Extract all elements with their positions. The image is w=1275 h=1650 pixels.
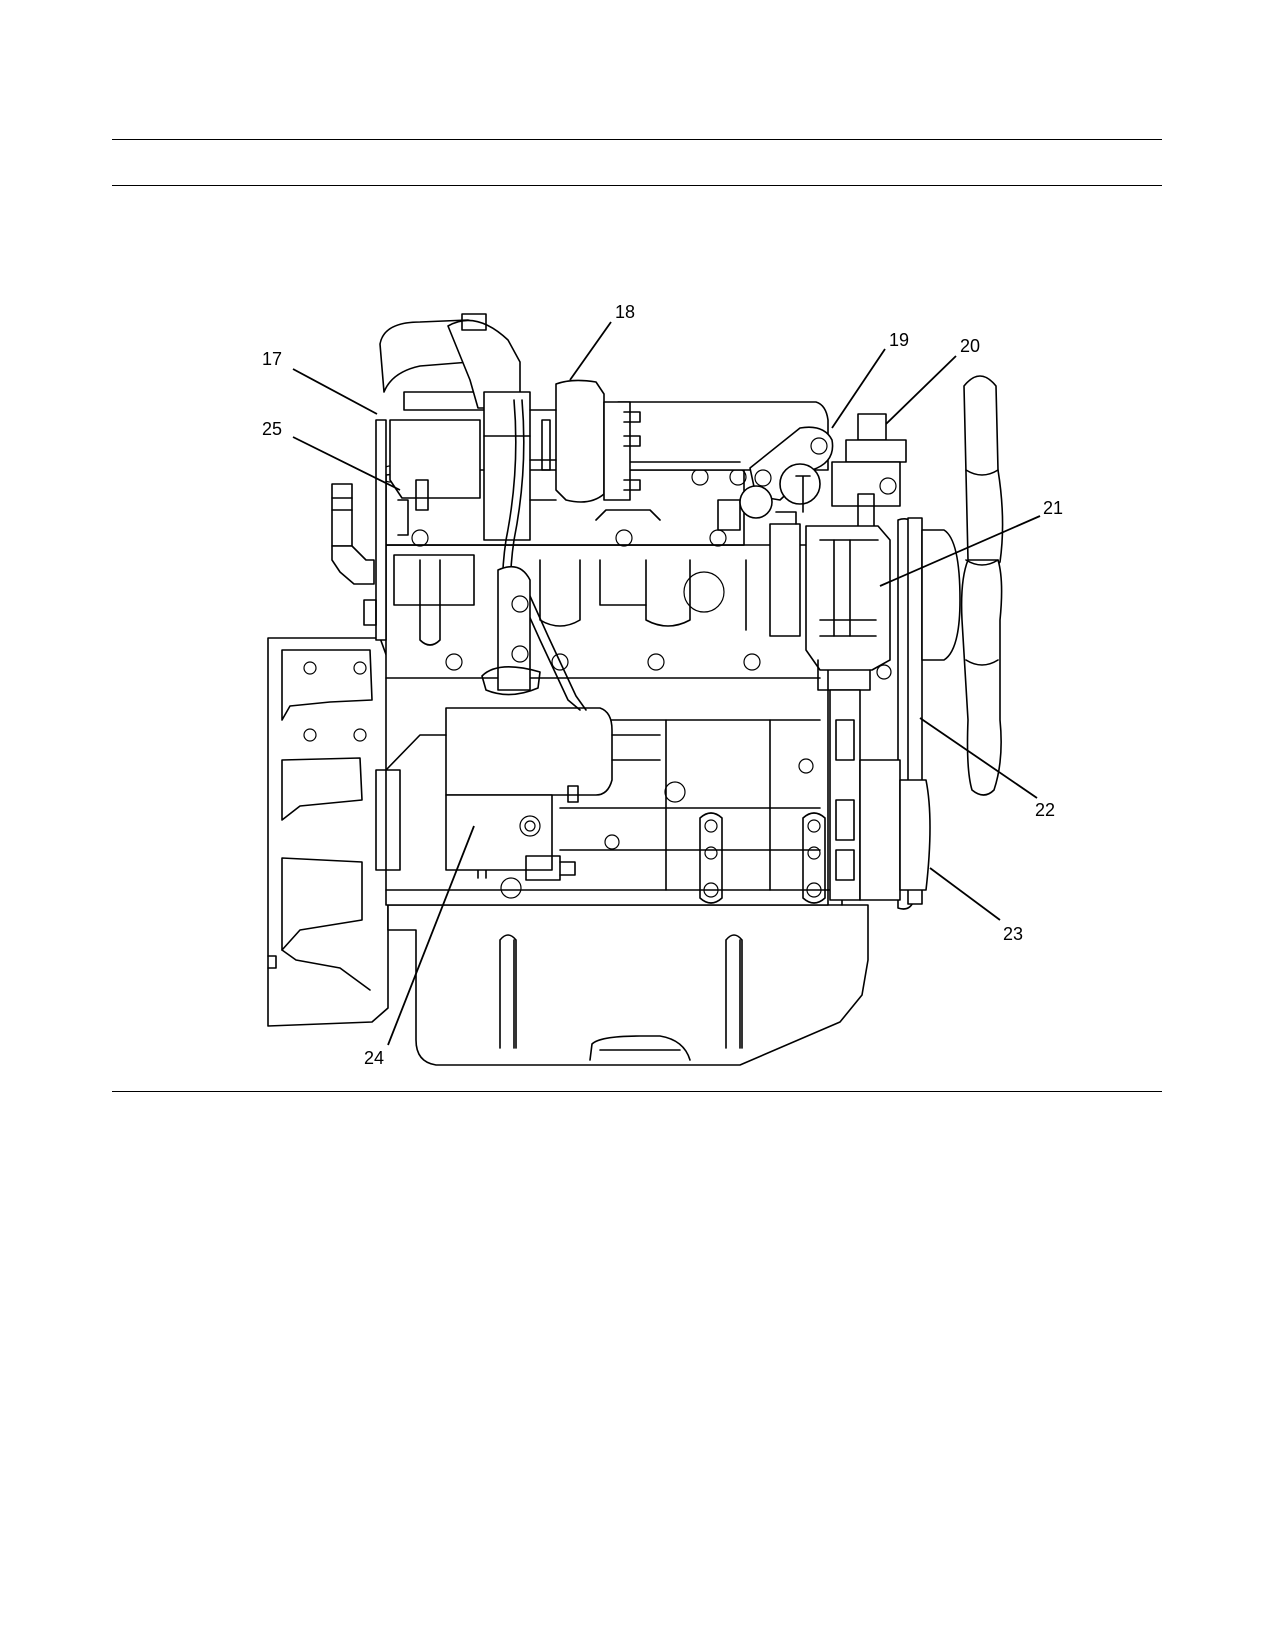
starting-motor [375,707,661,881]
oil-pan [387,904,869,1066]
leader-23 [929,867,1001,921]
figure-rule-bottom [112,1091,1162,1092]
header-rule-bottom [112,185,1162,186]
leader-lines [292,321,1041,1046]
leader-19 [831,348,886,429]
alternator [769,511,891,691]
leader-24 [387,825,475,1046]
thermostat-housing [831,413,907,531]
callout-19: 19 [889,330,909,350]
leader-20 [885,355,957,425]
breather-assembly [331,419,481,641]
lifting-eye [739,426,852,519]
callout-24: 24 [364,1048,384,1068]
callout-18: 18 [615,302,635,322]
leader-25 [292,436,401,491]
leader-17 [292,368,378,415]
callout-labels: 17 18 19 20 21 22 23 24 25 [262,302,1063,1068]
callout-23: 23 [1003,924,1023,944]
callout-25: 25 [262,419,282,439]
callout-20: 20 [960,336,980,356]
front-drive [829,375,1004,910]
callout-21: 21 [1043,498,1063,518]
leader-18 [569,321,612,381]
turbocharger [379,313,641,541]
header-rule-top [112,139,1162,140]
wiring-harness [481,399,587,711]
leader-22 [919,717,1038,799]
flywheel-housing [267,637,389,1027]
leader-21 [879,515,1041,587]
callout-22: 22 [1035,800,1055,820]
callout-17: 17 [262,349,282,369]
